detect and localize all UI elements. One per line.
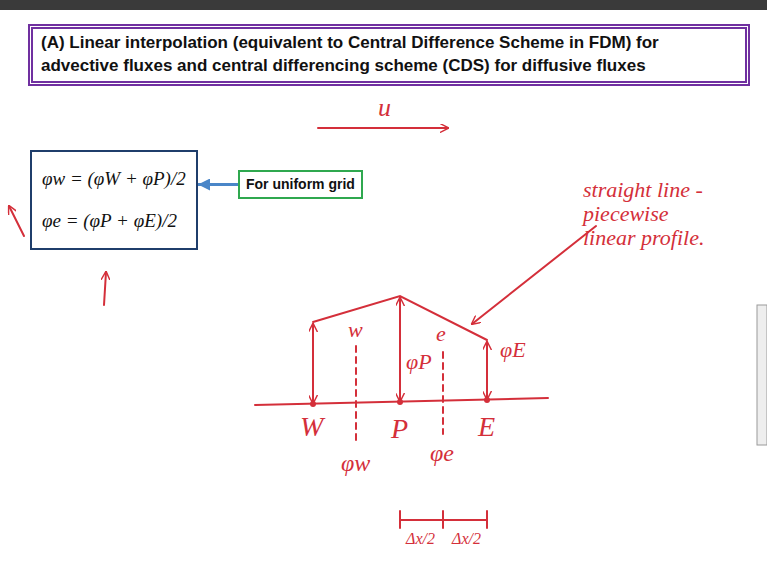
velocity-arrow xyxy=(318,127,448,129)
top-bar xyxy=(0,0,767,10)
grid-point xyxy=(397,399,403,405)
height-line xyxy=(486,342,488,399)
value-label: φP xyxy=(406,350,432,374)
grid-point xyxy=(484,397,490,403)
dimension-tick xyxy=(442,511,444,528)
node-text: φe = (φP + φE)/2 xyxy=(42,200,186,242)
dimension-tick xyxy=(486,511,488,528)
slide-title: (A) Linear interpolation (equivalent to … xyxy=(41,32,737,78)
node-label: E xyxy=(478,412,495,443)
face-line xyxy=(442,352,444,434)
grid-point xyxy=(310,401,316,407)
note-text: straight line - piecewise linear profile… xyxy=(583,178,723,251)
height-line xyxy=(312,324,314,403)
face-label: e xyxy=(436,322,446,346)
formula-box: φw = (φW + φP)/2φe = (φP + φE)/2 xyxy=(30,150,198,250)
value-label: φE xyxy=(500,338,526,362)
leader-line xyxy=(472,226,596,324)
node-text: For uniform grid xyxy=(246,175,355,193)
grid-axis xyxy=(255,398,548,405)
height-line xyxy=(399,298,401,401)
arrow-connector xyxy=(198,183,238,186)
title-frame: (A) Linear interpolation (equivalent to … xyxy=(28,24,750,86)
toolbar-strip xyxy=(757,305,767,445)
dimension-label: Δx/2 xyxy=(452,530,481,548)
node-label: W xyxy=(300,412,323,443)
dimension-tick xyxy=(399,511,401,528)
node-label: P xyxy=(391,414,408,445)
pointer-arrow xyxy=(9,206,24,236)
pointer-arrow xyxy=(104,272,106,305)
node-text: φw = (φW + φP)/2 xyxy=(42,158,186,200)
face-label: w xyxy=(348,318,363,342)
face-value-label: φe xyxy=(430,440,454,466)
velocity-label: u xyxy=(378,94,391,123)
face-value-label: φw xyxy=(341,450,370,476)
note-box: For uniform grid xyxy=(238,170,363,199)
dimension-label: Δx/2 xyxy=(406,530,435,548)
face-line xyxy=(355,346,357,444)
